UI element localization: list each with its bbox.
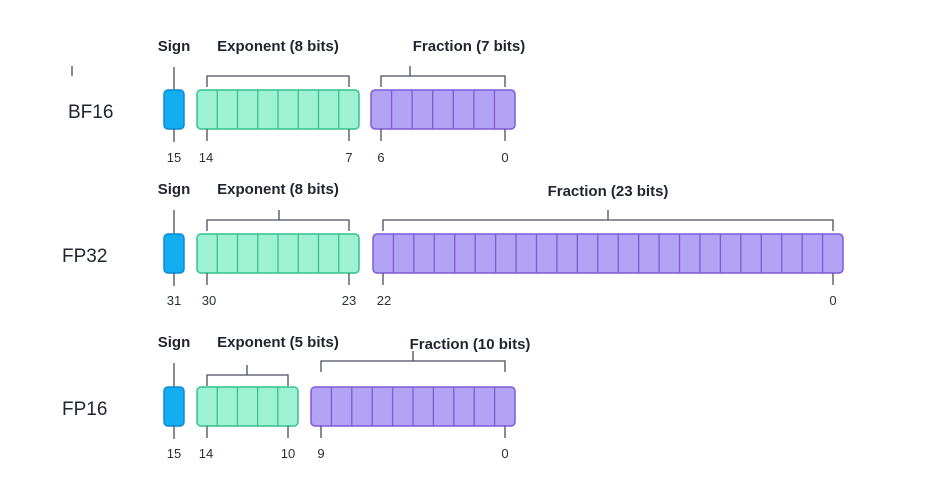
exponent-field (196, 210, 360, 285)
sign-heading: Sign (158, 181, 191, 198)
fraction-bit-cells (390, 90, 496, 129)
fraction-heading: Fraction (23 bits) (548, 183, 669, 200)
fraction-heading: Fraction (10 bits) (410, 336, 531, 353)
exponent-bit-cells (216, 90, 340, 129)
fraction-field (310, 351, 516, 438)
exponent-low-index: 23 (342, 293, 356, 308)
fraction-high-index: 6 (377, 150, 384, 165)
sign-heading: Sign (158, 334, 191, 351)
sign-heading: Sign (158, 38, 191, 55)
fraction-bracket (380, 66, 506, 87)
fraction-low-index: 0 (501, 446, 508, 461)
exponent-bracket (206, 210, 350, 231)
sign-bit (163, 67, 185, 142)
fraction-heading: Fraction (7 bits) (413, 38, 526, 55)
exponent-bit-cells (216, 234, 340, 273)
fraction-bracket (382, 210, 834, 231)
exponent-box (196, 386, 299, 427)
format-row-fp32: FP32 Sign Exponent (8 bits) Fraction (23… (62, 181, 844, 308)
sign-bit (163, 363, 185, 439)
fraction-field (370, 66, 516, 141)
format-row-fp16: FP16 Sign Exponent (5 bits) Fraction (10… (62, 334, 530, 461)
fraction-bracket (320, 351, 506, 372)
sign-bit-box (163, 233, 185, 274)
format-row-bf16: BF16 Sign Exponent (8 bits) Fraction (7 … (68, 38, 525, 165)
fraction-bit-cells (392, 234, 824, 273)
fraction-high-index: 22 (377, 293, 391, 308)
exponent-heading: Exponent (8 bits) (217, 38, 339, 55)
exponent-bracket (206, 365, 289, 386)
fraction-high-index: 9 (317, 446, 324, 461)
fraction-box (370, 89, 516, 130)
exponent-bracket (71, 66, 350, 87)
sign-bit-box (163, 89, 185, 130)
fraction-field (372, 210, 844, 285)
exponent-heading: Exponent (8 bits) (217, 181, 339, 198)
fraction-box (372, 233, 844, 274)
exponent-high-index: 14 (199, 150, 213, 165)
format-name: FP32 (62, 246, 107, 267)
sign-bit (163, 210, 185, 286)
format-name: BF16 (68, 102, 113, 123)
exponent-field (196, 365, 299, 438)
exponent-field (71, 66, 360, 141)
exponent-low-index: 10 (281, 446, 295, 461)
fraction-bit-cells (330, 387, 496, 426)
exponent-high-index: 30 (202, 293, 216, 308)
exponent-heading: Exponent (5 bits) (217, 334, 339, 351)
sign-bit-box (163, 386, 185, 427)
format-name: FP16 (62, 399, 107, 420)
fraction-low-index: 0 (829, 293, 836, 308)
sign-bit-index: 31 (167, 293, 181, 308)
exponent-high-index: 14 (199, 446, 213, 461)
fraction-low-index: 0 (501, 150, 508, 165)
sign-bit-index: 15 (167, 150, 181, 165)
exponent-low-index: 7 (345, 150, 352, 165)
exponent-bit-cells (216, 387, 279, 426)
sign-bit-index: 15 (167, 446, 181, 461)
